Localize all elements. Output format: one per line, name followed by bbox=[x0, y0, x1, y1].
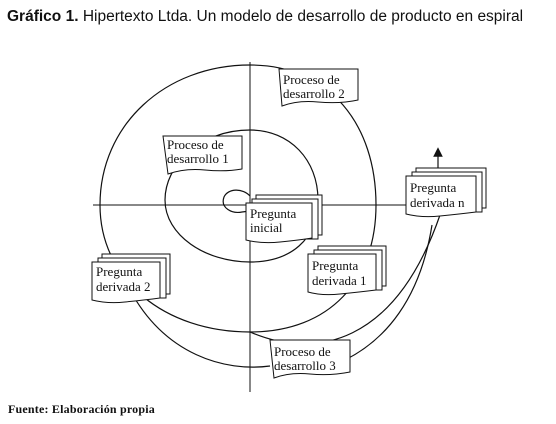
node-proceso-3-line2: desarrollo 3 bbox=[274, 358, 336, 373]
node-derivada-n-line1: Pregunta bbox=[410, 180, 456, 195]
outer-arc bbox=[129, 289, 271, 368]
node-proceso-1-line2: desarrollo 1 bbox=[167, 151, 229, 166]
node-proceso-1: Proceso de desarrollo 1 bbox=[162, 135, 243, 175]
node-derivada-2-line1: Pregunta bbox=[96, 264, 142, 279]
node-derivada-2: Pregunta derivada 2 bbox=[91, 253, 171, 304]
node-proceso-1-line1: Proceso de bbox=[167, 137, 224, 152]
figure-number: Gráfico 1. bbox=[7, 8, 79, 25]
node-proceso-3: Proceso de desarrollo 3 bbox=[269, 339, 351, 379]
node-pregunta-inicial-line1: Pregunta bbox=[250, 206, 296, 221]
node-derivada-n: Pregunta derivada n bbox=[405, 167, 487, 218]
figure-title: Gráfico 1. Hipertexto Ltda. Un modelo de… bbox=[7, 8, 523, 26]
node-derivada-1: Pregunta derivada 1 bbox=[307, 245, 387, 296]
node-pregunta-inicial-line2: inicial bbox=[250, 220, 283, 235]
node-pregunta-inicial: Pregunta inicial bbox=[245, 194, 323, 244]
node-derivada-n-line2: derivada n bbox=[410, 195, 465, 210]
node-derivada-1-line2: derivada 1 bbox=[312, 273, 367, 288]
spiral-path bbox=[99, 64, 441, 345]
figure-title-text: Hipertexto Ltda. Un modelo de desarrollo… bbox=[82, 8, 524, 25]
source-note: Fuente: Elaboración propia bbox=[8, 402, 155, 416]
node-proceso-2-line1: Proceso de bbox=[283, 72, 340, 87]
node-proceso-2: Proceso de desarrollo 2 bbox=[278, 68, 359, 107]
node-derivada-1-line1: Pregunta bbox=[312, 258, 358, 273]
outer-arc-right bbox=[344, 224, 433, 361]
node-proceso-3-line1: Proceso de bbox=[274, 344, 331, 359]
node-proceso-2-line2: desarrollo 2 bbox=[283, 86, 345, 101]
node-derivada-2-line2: derivada 2 bbox=[96, 279, 151, 294]
